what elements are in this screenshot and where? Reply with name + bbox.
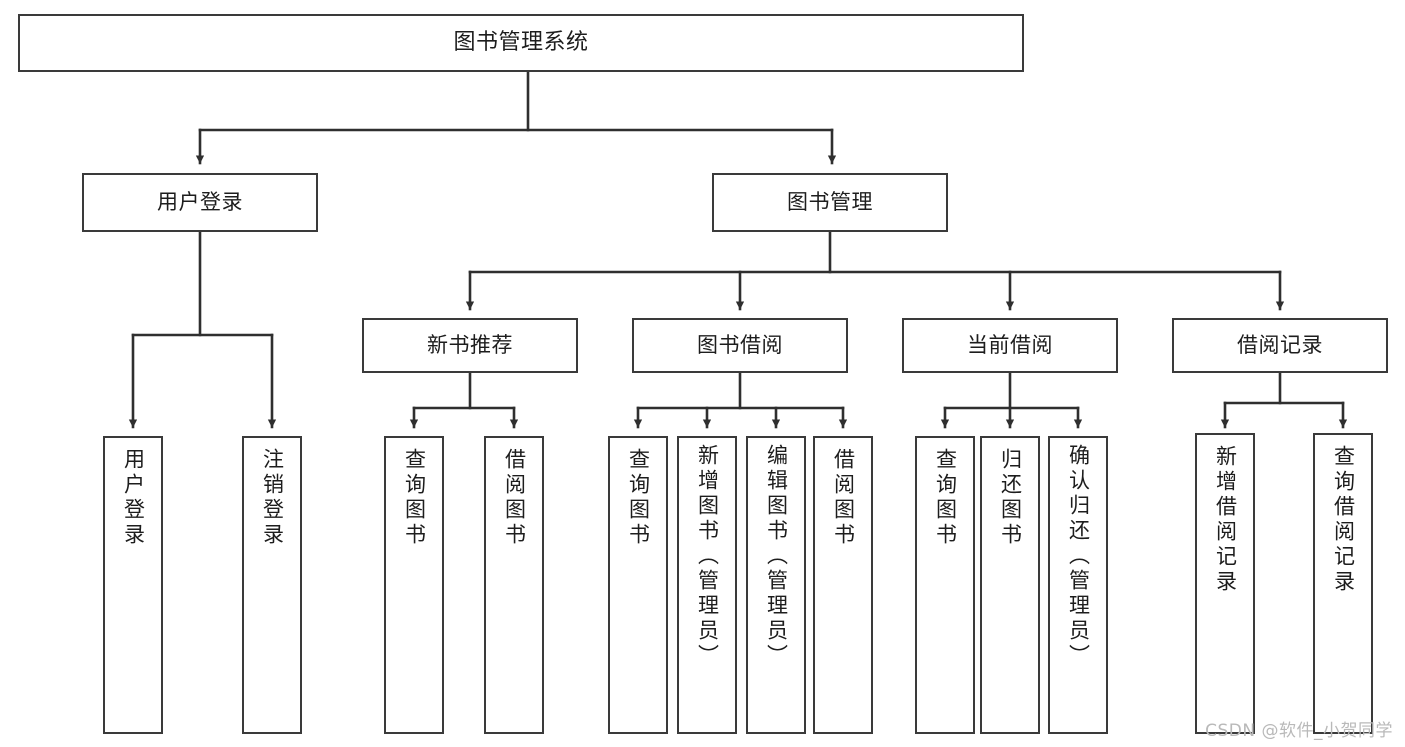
leaf-add-borrow-record-label: 新增借阅记录 bbox=[1213, 445, 1238, 595]
leaf-add-book-admin[interactable]: 新增图书（管理员） bbox=[677, 436, 737, 734]
node-current-borrow-label: 当前借阅 bbox=[967, 332, 1053, 357]
leaf-edit-book-admin[interactable]: 编辑图书（管理员） bbox=[746, 436, 806, 734]
node-root-label: 图书管理系统 bbox=[453, 29, 589, 55]
node-root[interactable]: 图书管理系统 bbox=[18, 14, 1024, 72]
leaf-query-book-recommend[interactable]: 查询图书 bbox=[384, 436, 444, 734]
leaf-query-book-borrow[interactable]: 查询图书 bbox=[608, 436, 668, 734]
leaf-user-login[interactable]: 用户登录 bbox=[103, 436, 163, 734]
leaf-user-login-label: 用户登录 bbox=[121, 448, 146, 548]
leaf-return-book-label: 归还图书 bbox=[998, 448, 1023, 548]
node-borrow-records-label: 借阅记录 bbox=[1237, 332, 1323, 357]
leaf-query-book-current-label: 查询图书 bbox=[933, 448, 958, 548]
leaf-query-borrow-record[interactable]: 查询借阅记录 bbox=[1313, 433, 1373, 734]
leaf-query-book-current[interactable]: 查询图书 bbox=[915, 436, 975, 734]
leaf-return-book[interactable]: 归还图书 bbox=[980, 436, 1040, 734]
leaf-borrow-book-recommend[interactable]: 借阅图书 bbox=[484, 436, 544, 734]
node-book-management-label: 图书管理 bbox=[787, 189, 873, 214]
leaf-add-book-admin-label: 新增图书（管理员） bbox=[695, 444, 720, 669]
node-borrow-records[interactable]: 借阅记录 bbox=[1172, 318, 1388, 373]
node-new-book-recommend-label: 新书推荐 bbox=[427, 332, 513, 357]
leaf-edit-book-admin-label: 编辑图书（管理员） bbox=[764, 444, 789, 669]
leaf-borrow-book-label: 借阅图书 bbox=[831, 448, 856, 548]
node-current-borrow[interactable]: 当前借阅 bbox=[902, 318, 1118, 373]
node-book-borrow[interactable]: 图书借阅 bbox=[632, 318, 848, 373]
node-user-login[interactable]: 用户登录 bbox=[82, 173, 318, 232]
leaf-borrow-book-recommend-label: 借阅图书 bbox=[502, 448, 527, 548]
leaf-logout-label: 注销登录 bbox=[260, 448, 285, 548]
leaf-query-book-borrow-label: 查询图书 bbox=[626, 448, 651, 548]
node-new-book-recommend[interactable]: 新书推荐 bbox=[362, 318, 578, 373]
leaf-add-borrow-record[interactable]: 新增借阅记录 bbox=[1195, 433, 1255, 734]
leaf-query-borrow-record-label: 查询借阅记录 bbox=[1331, 445, 1356, 595]
node-book-management[interactable]: 图书管理 bbox=[712, 173, 948, 232]
leaf-confirm-return-admin-label: 确认归还（管理员） bbox=[1066, 444, 1091, 669]
leaf-logout[interactable]: 注销登录 bbox=[242, 436, 302, 734]
node-book-borrow-label: 图书借阅 bbox=[697, 332, 783, 357]
leaf-borrow-book[interactable]: 借阅图书 bbox=[813, 436, 873, 734]
leaf-confirm-return-admin[interactable]: 确认归还（管理员） bbox=[1048, 436, 1108, 734]
leaf-query-book-recommend-label: 查询图书 bbox=[402, 448, 427, 548]
node-user-login-label: 用户登录 bbox=[157, 189, 243, 214]
